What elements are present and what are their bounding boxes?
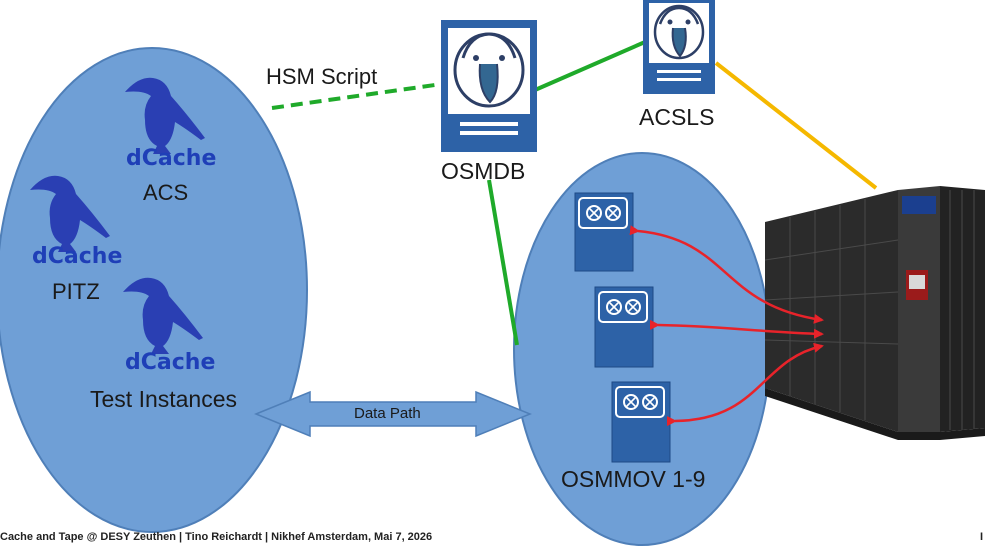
drive-link-arrow: [629, 225, 824, 324]
acsls-label: ACSLS: [639, 104, 715, 130]
osmdb-label: OSMDB: [441, 158, 526, 184]
dcache-logo-text: dCache: [126, 146, 217, 171]
dcache-logo-text: dCache: [125, 350, 216, 375]
instance-label-acs: ACS: [143, 180, 189, 205]
osmdb-mover-link: [487, 179, 519, 346]
osmdb-server: [441, 20, 537, 152]
postgresql-elephant-icon: [653, 4, 705, 60]
dcache-bird-icon: [123, 277, 203, 354]
drive-link-arrow: [649, 319, 824, 339]
mover-server: [594, 286, 654, 368]
instance-label-pitz: PITZ: [52, 279, 100, 304]
acsls-server: [643, 0, 715, 94]
drive-link-arrow: [666, 342, 824, 427]
hsm-script-link: [271, 82, 443, 110]
acsls-library-link: [714, 61, 878, 190]
osmdb-acsls-link: [534, 40, 646, 92]
mover-cluster-label: OSMMOV 1-9: [561, 466, 706, 492]
mover-server: [574, 192, 634, 272]
dcache-bird-icon: [125, 77, 205, 154]
postgresql-elephant-icon: [453, 32, 525, 108]
tape-library: [764, 186, 985, 440]
data-path-label: Data Path: [354, 405, 421, 422]
instance-label-test: Test Instances: [90, 386, 238, 412]
dcache-bird-icon: [30, 175, 110, 252]
page-number: I: [979, 531, 983, 543]
data-path-arrow: [254, 390, 532, 438]
dcache-logo-text: dCache: [32, 244, 123, 269]
hsm-script-label: HSM Script: [266, 64, 378, 89]
footer-text: Cache and Tape @ DESY Zeuthen | Tino Rei…: [0, 531, 433, 543]
mover-server: [611, 381, 671, 463]
